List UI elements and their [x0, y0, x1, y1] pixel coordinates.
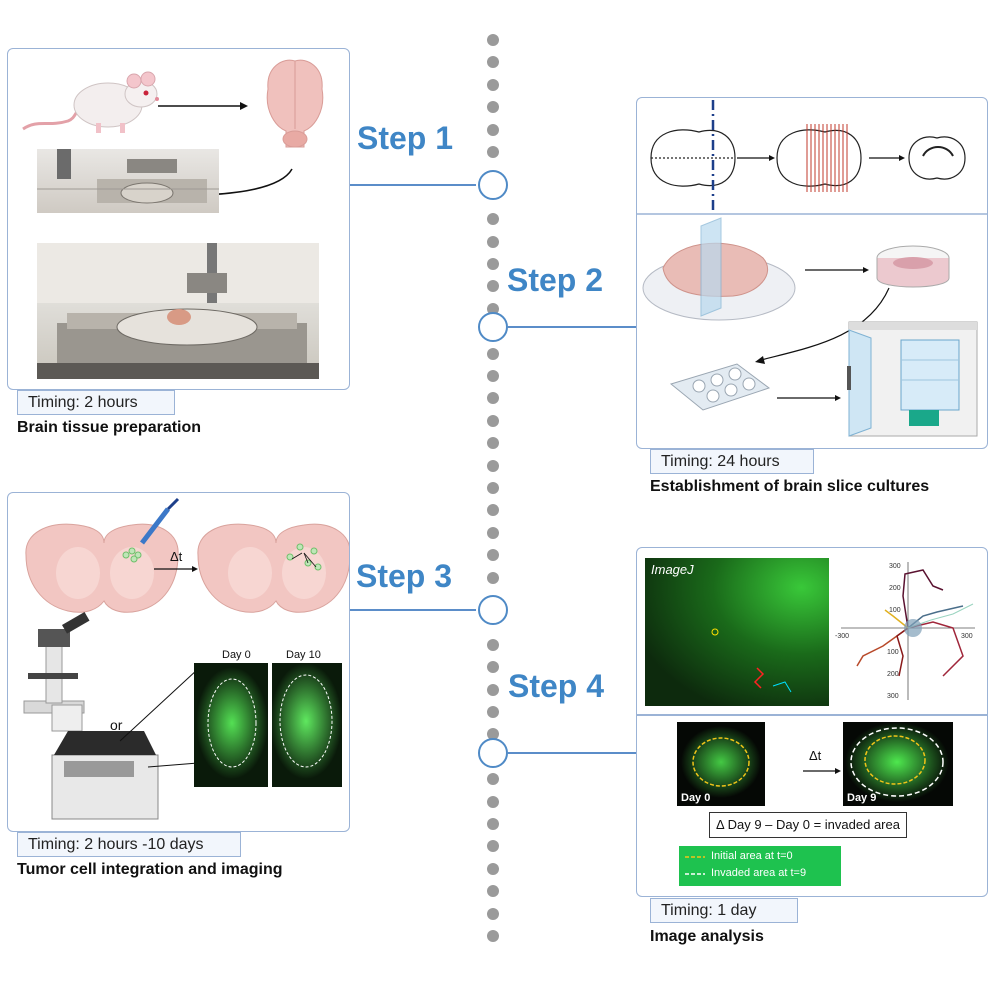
- timeline-dot: [487, 862, 499, 875]
- step1-panel: [7, 48, 350, 390]
- invasion-day9-image: Day 9: [843, 722, 953, 806]
- or-label: or: [110, 717, 123, 733]
- timeline-dot: [487, 347, 499, 360]
- timeline-dot: [487, 907, 499, 920]
- brain-illustration: [266, 59, 324, 148]
- step4-node: [478, 738, 508, 768]
- step3-connector: [350, 609, 476, 611]
- step1-connector: [350, 184, 476, 186]
- timeline-dot: [487, 280, 499, 293]
- timeline-dot: [487, 213, 499, 226]
- timeline-dot: [487, 526, 499, 539]
- timeline-dot: [487, 56, 499, 69]
- step2-label: Step 2: [507, 262, 604, 298]
- day0-label: Day 0: [222, 649, 251, 661]
- timeline-dot: [487, 818, 499, 830]
- timeline-dot: [487, 795, 499, 808]
- timeline-dot: [487, 235, 499, 248]
- step4-divider: [637, 714, 987, 716]
- microscope-illustration: [23, 612, 90, 732]
- timeline-dot: [487, 728, 499, 741]
- tick-x-pos: 300: [961, 633, 973, 640]
- invaded-area-equation: Δ Day 9 – Day 0 = invaded area: [709, 812, 907, 838]
- timeline-dot: [487, 930, 499, 942]
- delta-t-label: Δt: [170, 549, 183, 564]
- imagej-tracking-image: ImageJ: [645, 558, 829, 706]
- timeline-dot: [487, 392, 499, 405]
- tick-y-m200: 200: [887, 671, 899, 678]
- step2-caption: Establishment of brain slice cultures: [650, 478, 930, 495]
- timeline-dot: [487, 885, 499, 898]
- step2-node: [478, 312, 508, 342]
- timeline-dot: [487, 437, 499, 450]
- step2-timing: Timing: 24 hours: [650, 449, 814, 474]
- timeline-dot: [487, 840, 499, 853]
- timeline-dot: [487, 459, 499, 472]
- step1-caption: Brain tissue preparation: [17, 419, 202, 436]
- timeline-dot: [487, 482, 499, 494]
- vibratome-photo-bottom: [37, 243, 319, 379]
- timeline-dot: [487, 302, 499, 315]
- invasion-day0-label: Day 0: [681, 792, 711, 804]
- timeline-dot: [487, 123, 499, 136]
- invasion-delta-t: Δt: [809, 748, 822, 763]
- well-plate: [669, 363, 771, 411]
- step1-illustration: [22, 59, 324, 199]
- step4-timing: Timing: 1 day: [650, 898, 798, 923]
- timeline-dot: [487, 146, 499, 158]
- step1-timing: Timing: 2 hours: [17, 390, 175, 415]
- tick-x-neg: -300: [835, 633, 849, 640]
- incubator: [847, 321, 978, 437]
- tick-y-200: 200: [889, 585, 901, 592]
- imagej-label: ImageJ: [651, 562, 694, 577]
- invasion-day0-image: Day 0: [677, 722, 765, 806]
- step3-caption: Tumor cell integration and imaging: [17, 861, 283, 878]
- mouse-illustration: [22, 71, 159, 133]
- invasion-arrow: [803, 768, 841, 774]
- step3-illustration: [23, 497, 349, 820]
- step2-panel: [636, 97, 988, 449]
- invasion-day9-label: Day 9: [847, 792, 877, 804]
- step3-panel: or Day 0 Day 10 Δt: [7, 492, 350, 832]
- timeline-dot: [487, 258, 499, 270]
- vibratome-photo-top: [37, 149, 219, 213]
- timeline-dot: [487, 706, 499, 718]
- step2-connector: [508, 326, 636, 328]
- step4-caption: Image analysis: [650, 928, 764, 945]
- tick-y-m300: 300: [887, 693, 899, 700]
- timeline-dot: [487, 549, 499, 562]
- timeline-dot: [487, 661, 499, 674]
- timeline-dot: [487, 683, 499, 696]
- step3-timing: Timing: 2 hours -10 days: [17, 832, 241, 857]
- fluorescence-day0-image: [194, 663, 268, 787]
- step4-label: Step 4: [508, 668, 605, 704]
- tick-y-300: 300: [889, 563, 901, 570]
- step4-connector: [508, 752, 636, 754]
- fluorescence-day10-image: [272, 663, 342, 787]
- timeline-dot: [487, 638, 499, 651]
- step3-label: Step 3: [356, 558, 453, 594]
- timeline-dot: [487, 370, 499, 382]
- imaging-system-illustration: [51, 668, 199, 820]
- timeline-dot: [487, 34, 499, 46]
- legend-initial-label: Initial area at t=0: [711, 850, 793, 862]
- timeline-dot: [487, 773, 499, 786]
- tracking-plot: -300 300 300 200 100 100 200 300: [835, 562, 975, 700]
- tick-y-m100: 100: [887, 649, 899, 656]
- step1-label: Step 1: [357, 120, 454, 156]
- tick-y-100: 100: [889, 607, 901, 614]
- step4-panel: ImageJ -300 300 300 200 100 100 200 300 …: [636, 547, 988, 897]
- area-legend: Initial area at t=0 Invaded area at t=9: [679, 846, 841, 886]
- legend-invaded-label: Invaded area at t=9: [711, 867, 807, 879]
- step2-illustration: [637, 100, 987, 437]
- day10-label: Day 10: [286, 649, 321, 661]
- timeline-dot: [487, 504, 499, 517]
- step3-node: [478, 595, 508, 625]
- step1-node: [478, 170, 508, 200]
- timeline-dot: [487, 571, 499, 584]
- timeline-dot: [487, 101, 499, 114]
- timeline-dot: [487, 414, 499, 427]
- timeline-dot: [487, 78, 499, 91]
